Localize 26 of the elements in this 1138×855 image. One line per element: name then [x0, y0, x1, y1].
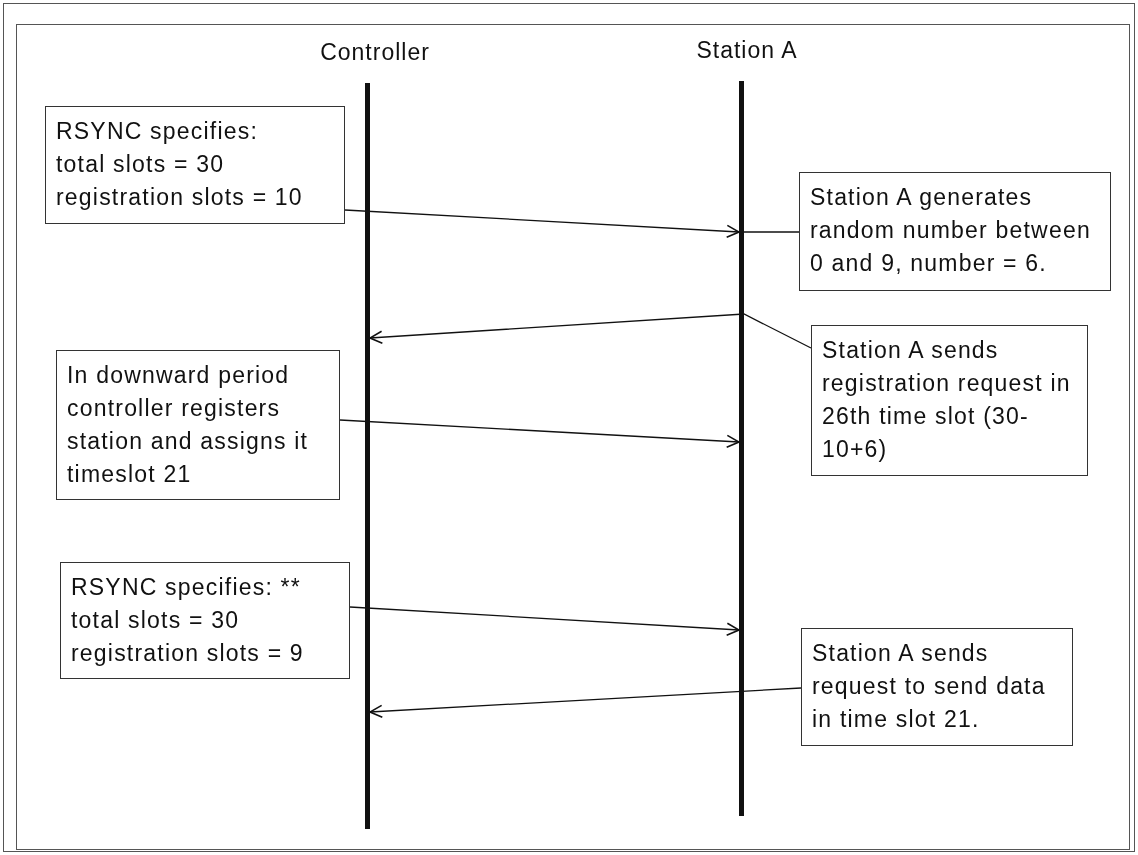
note-text: RSYNC specifies: ** — [71, 573, 302, 602]
message-arrow — [339, 419, 740, 449]
note-text: Station A sends request to send data in time slot 21. — [812, 639, 1047, 734]
message-arrow — [349, 606, 740, 637]
note-text: total slots = 30 — [71, 606, 241, 635]
lifeline-bar — [365, 83, 370, 829]
note-text: In downward period controller registers station and assigns it timeslot 21 — [67, 361, 310, 489]
note-text: total slots = 30 — [56, 150, 226, 179]
participant-label: Controller — [320, 38, 430, 66]
note-text: registration slots = 9 — [71, 639, 305, 668]
note-box — [45, 106, 345, 224]
note-box — [60, 562, 350, 679]
note-box — [799, 172, 1111, 291]
note-text: Station A sends registration request in 26th time slot (30-10+6) — [822, 336, 1072, 464]
message-arrow — [369, 687, 802, 719]
connector-line — [743, 231, 800, 233]
note-box — [56, 350, 340, 500]
note-box — [801, 628, 1073, 746]
note-box — [811, 325, 1088, 476]
note-text: RSYNC specifies: — [56, 117, 259, 146]
note-text: registration slots = 10 — [56, 183, 304, 212]
message-arrow — [369, 313, 812, 349]
note-text: Station A generates random number between 0 and 9, number = 6. — [810, 183, 1092, 278]
lifeline-bar — [739, 81, 744, 816]
message-arrow — [344, 209, 740, 239]
participant-label: Station A — [696, 36, 798, 64]
